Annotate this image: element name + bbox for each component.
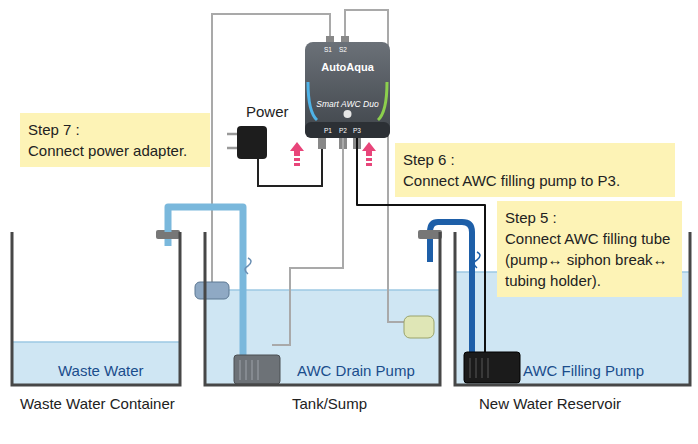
controller-body [305, 42, 390, 138]
siphon-break [245, 258, 251, 274]
drain-pump [234, 355, 280, 384]
content-label: AWC Filling Pump [523, 362, 644, 379]
tubing-holder [418, 230, 442, 239]
optical-sensor [404, 316, 434, 338]
step-arrow [290, 142, 376, 166]
port-label: S1 [324, 46, 332, 53]
siphon-break [474, 252, 480, 268]
filling-pump [464, 352, 520, 383]
water-container: AWC Drain PumpTank/Sump [205, 232, 440, 385]
pump-grille [240, 360, 258, 380]
plug [318, 138, 326, 149]
power-adapter [237, 126, 267, 159]
port-label: S2 [339, 46, 347, 53]
pump-cable [342, 138, 344, 232]
drain-tube [168, 207, 243, 232]
step-instruction: Connect power adapter. [28, 140, 202, 161]
port-label: P1 [324, 127, 332, 134]
adapter-prong [227, 133, 237, 136]
drain-tube [240, 232, 247, 356]
step-heading: Step 5 : [505, 207, 674, 228]
step-instruction: Connect AWC filling tube (pump↔ siphon b… [505, 228, 674, 291]
container-name: Tank/Sump [292, 395, 367, 412]
pump-cable [272, 232, 343, 345]
container-name: Waste Water Container [20, 395, 175, 412]
brand-name: AutoAqua [305, 61, 390, 73]
water-container: Waste WaterWaste Water Container [12, 232, 180, 385]
pump-grille [470, 358, 488, 378]
waste-water [13, 342, 179, 384]
water-container: AWC Filling PumpNew Water Reservoir [455, 232, 690, 385]
content-label: AWC Drain Pump [297, 362, 415, 379]
step-callout: Step 7 :Connect power adapter. [20, 113, 210, 167]
power-label: Power [246, 103, 289, 120]
model-name: Smart AWC Duo [305, 99, 390, 109]
port-label: P3 [353, 127, 361, 134]
water-line [13, 341, 179, 343]
adapter-prong [227, 147, 237, 150]
step-callout: Step 6 :Connect AWC filling pump to P3. [395, 143, 675, 197]
power-cable [258, 148, 322, 186]
step-callout: Step 5 :Connect AWC filling tube (pump↔ … [497, 201, 682, 297]
step-instruction: Connect AWC filling pump to P3. [403, 170, 667, 191]
container-name: New Water Reservoir [479, 395, 621, 412]
controller: S1 S2AutoAquaSmart AWC DuoP1 P2 P3 [305, 42, 390, 138]
pump-cable [484, 232, 486, 354]
step-heading: Step 7 : [28, 119, 202, 140]
filling-tube [430, 222, 472, 352]
step-heading: Step 6 : [403, 149, 667, 170]
float-sensor [195, 282, 229, 299]
content-label: Waste Water [58, 362, 144, 379]
port-label: P2 [339, 127, 347, 134]
